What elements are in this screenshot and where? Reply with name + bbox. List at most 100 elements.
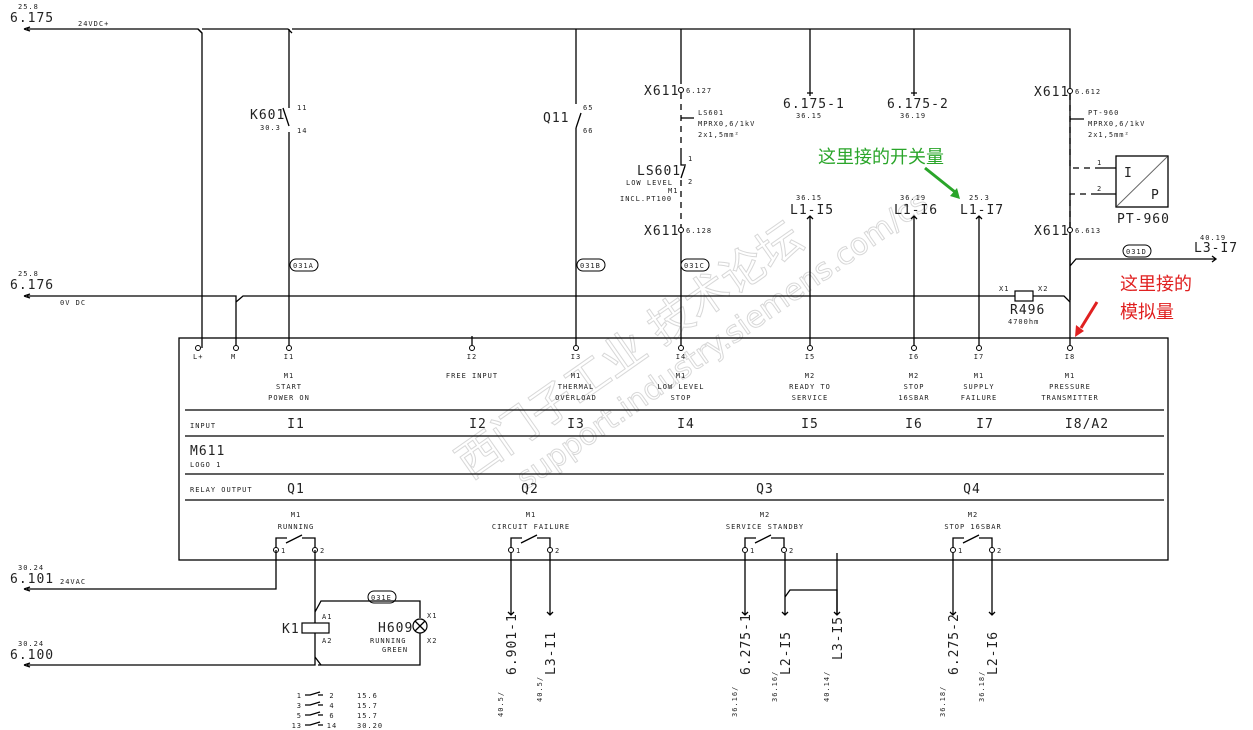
- cable-text: LS601: [698, 109, 724, 117]
- terminal-icon[interactable]: [1067, 345, 1073, 351]
- k1-coil[interactable]: K1 A1 A2: [282, 612, 332, 650]
- terminal-icon[interactable]: [508, 547, 514, 553]
- ls601[interactable]: X611 6.127 LS601 MPRX0,6/1kV 2x1,5mm² 1 …: [620, 84, 755, 239]
- input-label: I4: [677, 417, 695, 432]
- terminal-icon[interactable]: [573, 345, 579, 351]
- link-l1-i5[interactable]: 36.15 L1-I5: [790, 194, 834, 348]
- link-6175-2[interactable]: 6.175-2 36.19: [887, 90, 949, 120]
- output-desc: RUNNING: [278, 523, 315, 531]
- output-link[interactable]: 6.275-136.16/: [731, 553, 754, 717]
- output-link[interactable]: 6.901-140.5/: [497, 553, 520, 717]
- transducer-out: P: [1151, 188, 1160, 203]
- terminal-icon[interactable]: [950, 547, 956, 553]
- link-ref: 40.19: [1200, 234, 1226, 242]
- terminal-icon[interactable]: [807, 345, 813, 351]
- link-ref: 36.16/: [771, 671, 779, 702]
- arrow-icon: [23, 293, 31, 299]
- output-label: Q2: [521, 482, 539, 497]
- link-id: L1-I6: [894, 203, 938, 218]
- rail-24vac: 30.24 6.101 24VAC 30.24 6.100: [10, 550, 421, 668]
- q11-contact[interactable]: Q11 65 66: [543, 104, 593, 135]
- input-pin: I7: [974, 353, 984, 361]
- output-label: Q3: [756, 482, 774, 497]
- terminal-icon[interactable]: [469, 345, 475, 351]
- annotation-digital: 这里接的开关量: [818, 147, 960, 199]
- power-pin-label: M: [231, 353, 236, 361]
- rail-id: 6.101: [10, 572, 54, 587]
- input-desc: 16SBAR: [898, 394, 929, 402]
- terminal-icon: [1067, 88, 1073, 94]
- input-pin: I2: [467, 353, 477, 361]
- pin-label: 1: [750, 547, 755, 555]
- input-desc: STOP: [904, 383, 925, 391]
- terminal-icon[interactable]: [989, 547, 995, 553]
- link-6175-1[interactable]: 6.175-1 36.15: [783, 90, 845, 120]
- pt960[interactable]: X611 6.612 PT-960 MPRX0,6/1kV 2x1,5mm² 1…: [1034, 85, 1238, 348]
- link-ref: 25.3: [969, 194, 990, 202]
- terminal-icon[interactable]: [547, 547, 553, 553]
- input-desc: READY TO: [789, 383, 831, 391]
- annotation-analog-text: 模拟量: [1120, 302, 1174, 323]
- input-label: INPUT: [190, 422, 216, 430]
- annotation-analog: 这里接的 模拟量: [1075, 274, 1192, 337]
- rail-24vdc: 25.8 6.175 24VDC+: [10, 3, 1071, 348]
- terminal-icon[interactable]: [976, 345, 982, 351]
- output-link[interactable]: 6.275-236.18/: [939, 553, 962, 717]
- link-l1-i7[interactable]: 25.3 L1-I7: [960, 194, 1004, 348]
- contact-ref: 30.20: [357, 722, 383, 730]
- terminal-icon[interactable]: [233, 345, 239, 351]
- terminal-icon[interactable]: [678, 345, 684, 351]
- terminal-icon[interactable]: [742, 547, 748, 553]
- link-id: 6.901-1: [505, 613, 520, 675]
- k601-contact[interactable]: K601 30.3 11 14: [250, 104, 307, 135]
- cable-text: MPRX0,6/1kV: [698, 120, 755, 128]
- r496[interactable]: X1 X2 R496 4700hm: [999, 285, 1048, 326]
- wire-arrow: [741, 553, 749, 616]
- terminal-label: X611: [644, 84, 679, 99]
- h609-lamp[interactable]: H609 RUNNING GREEN X1 X2: [370, 612, 437, 654]
- input-pin: I5: [805, 353, 815, 361]
- rail-id: 6.100: [10, 648, 54, 663]
- terminal-icon[interactable]: [195, 345, 201, 351]
- ls601-desc: INCL.PT100: [620, 195, 672, 203]
- annotation-digital-text: 这里接的开关量: [818, 147, 944, 168]
- pin-label: 2: [789, 547, 794, 555]
- terminal-icon[interactable]: [911, 345, 917, 351]
- terminal-icon[interactable]: [781, 547, 787, 553]
- contact-icon: [305, 701, 323, 706]
- link-l1-i6[interactable]: 36.19 L1-I6: [894, 194, 938, 348]
- arrow-icon: [23, 586, 31, 592]
- pin-label: X1: [999, 285, 1009, 293]
- pin-label: 1: [1097, 159, 1102, 167]
- pin-label: 14: [297, 127, 307, 135]
- link-ref: 36.15: [796, 194, 822, 202]
- input-desc: M2: [805, 372, 815, 380]
- wire-tags: 031A 031B 031C 031D 031E: [289, 244, 1152, 604]
- input-label: I3: [567, 417, 585, 432]
- terminal-icon[interactable]: [286, 345, 292, 351]
- k601-label: K601: [250, 108, 285, 123]
- rail-ref: 25.8: [18, 270, 39, 278]
- link-id: L2-I6: [986, 631, 1001, 675]
- pin-label: 1: [688, 155, 693, 163]
- link-id: 6.275-2: [947, 613, 962, 675]
- input-pin: I6: [909, 353, 919, 361]
